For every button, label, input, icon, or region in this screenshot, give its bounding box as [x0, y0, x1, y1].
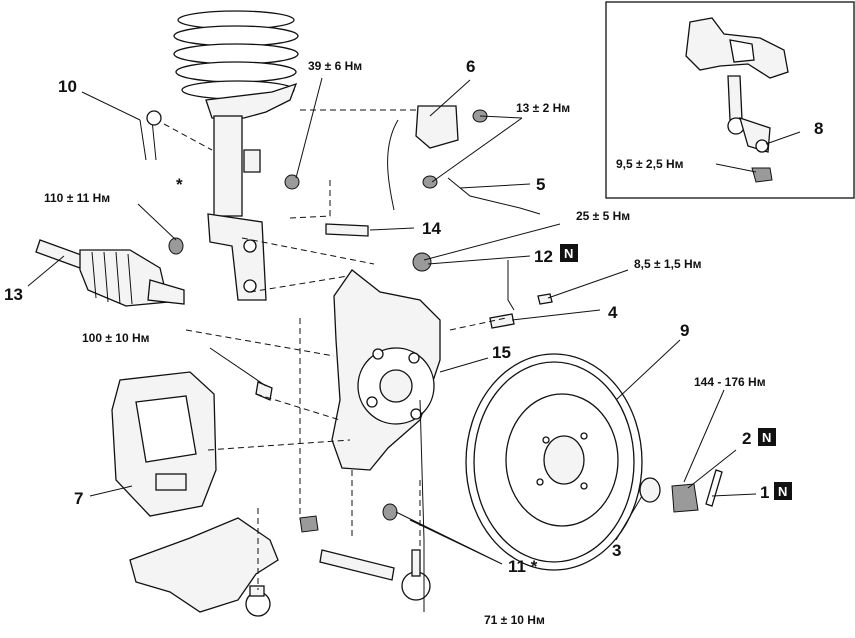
brake-caliper-icon	[111, 371, 217, 517]
stabilizer-rod-icon	[139, 119, 157, 161]
callout-9: 9	[680, 321, 689, 340]
torque-110: 110 ± 11 Нм	[44, 191, 110, 205]
new-part-badge-1: N	[774, 482, 792, 500]
drive-shaft-icon	[35, 239, 185, 307]
svg-text:N: N	[564, 246, 573, 261]
callout-1: 1	[760, 483, 769, 502]
svg-text:N: N	[778, 484, 787, 499]
callout-15: 15	[492, 343, 511, 362]
brake-disc-icon	[465, 353, 643, 571]
callout-11: 11 *	[508, 557, 538, 576]
torque-13: 13 ± 2 Нм	[516, 101, 570, 115]
torque-71: 71 ± 10 Нм	[484, 613, 545, 627]
hose-bracket-icon	[415, 105, 459, 149]
steering-knuckle-icon	[331, 269, 441, 471]
callout-3: 3	[612, 541, 621, 560]
nut-13b-icon	[422, 175, 438, 189]
new-part-badge-2: N	[758, 428, 776, 446]
callout-6: 6	[466, 57, 475, 76]
torque-8-5: 8,5 ± 1,5 Нм	[634, 257, 702, 271]
new-part-badge-12: N	[560, 244, 578, 262]
callout-5: 5	[536, 175, 545, 194]
callout-12: 12	[534, 247, 553, 266]
nut-icon	[382, 503, 398, 521]
sensor-bolt-icon	[489, 313, 515, 329]
bolt-icon	[299, 515, 319, 533]
svg-text:N: N	[762, 430, 771, 445]
callout-14: 14	[422, 219, 441, 238]
cotter-pin-icon	[705, 469, 723, 507]
callout-2: 2	[742, 429, 751, 448]
sensor-screw-icon	[537, 293, 553, 305]
torque-39: 39 ± 6 Нм	[308, 59, 362, 73]
torque-144-176: 144 - 176 Нм	[694, 375, 766, 389]
inset-frame	[605, 1, 855, 199]
torque-25: 25 ± 5 Нм	[576, 209, 630, 223]
shock-absorber-icon	[205, 82, 298, 301]
stabilizer-link-icon	[685, 17, 789, 183]
torque-9-5: 9,5 ± 2,5 Нм	[616, 157, 684, 171]
callout-star: *	[176, 175, 183, 194]
coil-spring-icon	[173, 10, 299, 100]
callout-8: 8	[814, 119, 823, 138]
callout-10: 10	[58, 77, 77, 96]
callout-7: 7	[74, 489, 83, 508]
tie-rod-end-icon	[319, 549, 431, 601]
torque-100: 100 ± 10 Нм	[82, 331, 150, 345]
nut-12-icon	[412, 252, 432, 272]
nut-39-icon	[284, 174, 300, 190]
bolt-14-icon	[325, 223, 369, 237]
washer-icon	[639, 477, 661, 503]
hub-nut-icon	[671, 483, 699, 513]
lower-arm-icon	[129, 517, 279, 617]
callout-13: 13	[4, 285, 23, 304]
nut-110-icon	[168, 237, 184, 255]
callout-4: 4	[608, 303, 618, 322]
